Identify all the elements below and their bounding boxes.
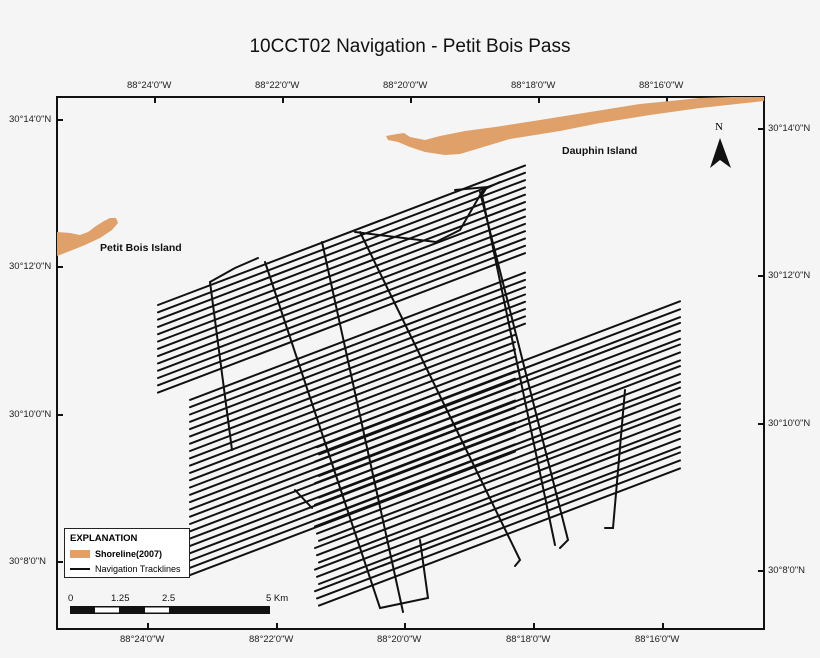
bottom-longitude-label: 88°18'0"W (506, 634, 551, 645)
scale-tick-2: 2.5 (162, 593, 176, 604)
scale-tick-0: 0 (68, 593, 74, 604)
navigation-tracklines (157, 164, 681, 613)
left-latitude-label: 30°12'0"N (9, 261, 52, 272)
top-longitude-label: 88°20'0"W (383, 80, 428, 91)
right-latitude-label: 30°8'0"N (768, 565, 805, 576)
legend: EXPLANATION Shoreline(2007) Navigation T… (64, 528, 190, 578)
shoreline-swatch-icon (70, 550, 90, 558)
bottom-longitude-label: 88°22'0"W (249, 634, 294, 645)
scale-tick-1: 1.25 (111, 593, 130, 604)
top-longitude-label: 88°24'0"W (127, 80, 172, 91)
map-title: 10CCT02 Navigation - Petit Bois Pass (249, 36, 571, 57)
top-longitude-label: 88°18'0"W (511, 80, 556, 91)
frame-ticks (57, 97, 764, 629)
bottom-longitude-label: 88°20'0"W (377, 634, 422, 645)
right-latitude-label: 30°14'0"N (768, 123, 811, 134)
scale-tick-3: 5 Km (266, 593, 289, 604)
bottom-longitude-label: 88°16'0"W (635, 634, 680, 645)
legend-heading: EXPLANATION (70, 533, 138, 544)
right-latitude-label: 30°12'0"N (768, 270, 811, 281)
dauphin-island-shoreline (386, 97, 764, 155)
petit-bois-island-label: Petit Bois Island (100, 242, 182, 254)
legend-label-shoreline: Shoreline(2007) (95, 549, 163, 559)
scale-bar (70, 606, 270, 614)
legend-item-shoreline: Shoreline(2007) (70, 549, 162, 559)
legend-item-tracklines: Navigation Tracklines (70, 564, 181, 574)
bottom-longitude-label: 88°24'0"W (120, 634, 165, 645)
trackline-swatch-icon (70, 568, 90, 570)
left-latitude-label: 30°14'0"N (9, 114, 52, 125)
right-latitude-label: 30°10'0"N (768, 418, 811, 429)
left-latitude-label: 30°10'0"N (9, 409, 52, 420)
left-latitude-label: 30°8'0"N (9, 556, 46, 567)
north-arrow-icon (710, 138, 731, 168)
petit-bois-island-shoreline (57, 218, 118, 256)
top-longitude-label: 88°16'0"W (639, 80, 684, 91)
dauphin-island-label: Dauphin Island (562, 145, 638, 157)
north-label: N (715, 121, 723, 133)
legend-label-tracklines: Navigation Tracklines (95, 564, 181, 574)
top-longitude-label: 88°22'0"W (255, 80, 300, 91)
